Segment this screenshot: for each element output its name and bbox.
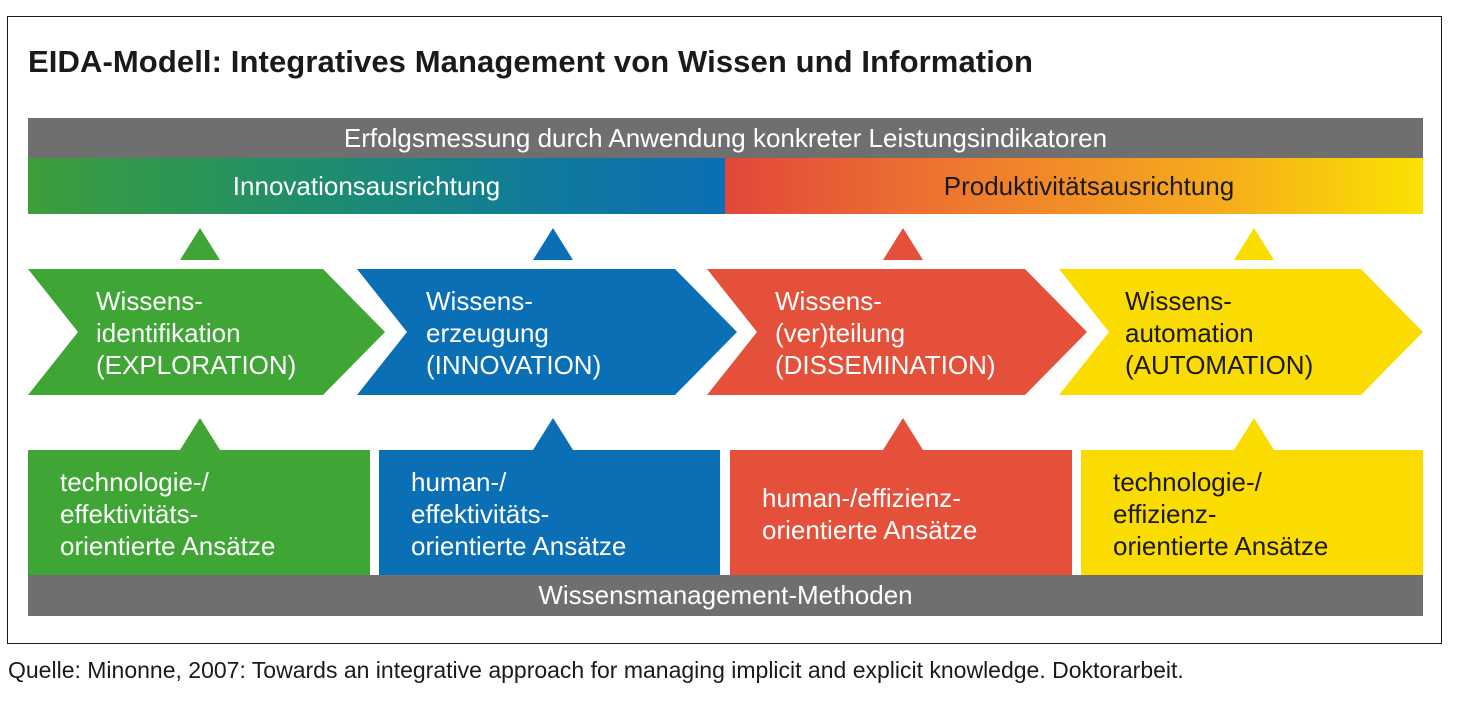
stage-line: Wissens- xyxy=(775,286,882,316)
approach-text-red: human-/effizienz- orientierte Ansätze xyxy=(762,482,977,546)
productivity-orientation-label: Produktivitätsausrichtung xyxy=(943,170,1235,201)
km-methods-bar: Wissensmanagement-Methoden xyxy=(28,575,1423,616)
arrow-up-icon-red-upper xyxy=(883,228,923,260)
productivity-orientation-bar: Produktivitätsausrichtung xyxy=(725,158,1423,214)
stage-dissemination: Wissens- (ver)teilung (DISSEMINATION) xyxy=(707,269,1087,395)
stage-line: erzeugung xyxy=(426,318,549,348)
stage-dissemination-text: Wissens- (ver)teilung (DISSEMINATION) xyxy=(775,285,996,381)
approach-line: technologie-/ xyxy=(60,467,209,497)
approach-line: effektivitäts- xyxy=(411,499,550,529)
approach-text-green: technologie-/ effektivitäts- orientierte… xyxy=(60,466,275,562)
approach-box-yellow: technologie-/ effizienz- orientierte Ans… xyxy=(1081,450,1423,575)
approach-line: orientierte Ansätze xyxy=(762,515,978,545)
stage-line: (DISSEMINATION) xyxy=(775,350,996,380)
stage-line: (AUTOMATION) xyxy=(1125,350,1314,380)
stage-line: automation xyxy=(1125,318,1254,348)
arrow-up-icon-blue-upper xyxy=(533,228,573,260)
stage-line: (EXPLORATION) xyxy=(96,350,297,380)
approach-text-yellow: technologie-/ effizienz- orientierte Ans… xyxy=(1113,466,1328,562)
approach-line: human-/ xyxy=(411,467,507,497)
arrow-up-icon-yellow-upper xyxy=(1234,228,1274,260)
diagram-title: EIDA-Modell: Integratives Management von… xyxy=(28,44,1034,79)
stage-exploration-text: Wissens- identifikation (EXPLORATION) xyxy=(96,285,296,381)
approach-box-red: human-/effizienz- orientierte Ansätze xyxy=(730,450,1072,575)
arrow-up-icon-red-lower xyxy=(883,418,923,450)
arrow-up-icon-blue-lower xyxy=(533,418,573,450)
innovation-orientation-bar: Innovationsausrichtung xyxy=(28,158,725,214)
stage-automation: Wissens- automation (AUTOMATION) xyxy=(1059,269,1423,395)
stage-line: Wissens- xyxy=(96,286,203,316)
stage-innovation-text: Wissens- erzeugung (INNOVATION) xyxy=(426,285,601,381)
stage-line: Wissens- xyxy=(1125,286,1232,316)
approach-line: orientierte Ansätze xyxy=(1113,531,1329,561)
stage-innovation: Wissens- erzeugung (INNOVATION) xyxy=(357,269,737,395)
chevron-shape-red xyxy=(707,269,1087,395)
arrow-up-icon-green-lower xyxy=(180,418,220,450)
arrow-up-icon-green-upper xyxy=(180,228,220,260)
approach-line: effektivitäts- xyxy=(60,499,199,529)
approach-box-blue: human-/ effektivitäts- orientierte Ansät… xyxy=(379,450,720,575)
chevron-shape-blue xyxy=(357,269,737,395)
success-measurement-bar: Erfolgsmessung durch Anwendung konkreter… xyxy=(28,118,1423,158)
source-caption: Quelle: Minonne, 2007: Towards an integr… xyxy=(8,657,1184,683)
stage-automation-text: Wissens- automation (AUTOMATION) xyxy=(1125,285,1313,381)
stage-line: (INNOVATION) xyxy=(426,350,602,380)
approach-box-green: technologie-/ effektivitäts- orientierte… xyxy=(28,450,370,575)
approach-line: orientierte Ansätze xyxy=(411,531,627,561)
approach-text-blue: human-/ effektivitäts- orientierte Ansät… xyxy=(411,466,626,562)
chevron-shape-yellow xyxy=(1059,269,1423,395)
stage-line: (ver)teilung xyxy=(775,318,906,348)
stage-line: identifikation xyxy=(96,318,241,348)
innovation-orientation-label: Innovationsausrichtung xyxy=(232,170,501,201)
approach-line: orientierte Ansätze xyxy=(60,531,276,561)
arrow-up-icon-yellow-lower xyxy=(1234,418,1274,450)
approach-line: technologie-/ xyxy=(1113,467,1262,497)
stage-line: Wissens- xyxy=(426,286,533,316)
chevron-shape-green xyxy=(28,269,385,395)
stage-exploration: Wissens- identifikation (EXPLORATION) xyxy=(28,269,385,395)
approach-line: human-/effizienz- xyxy=(762,483,961,513)
approach-line: effizienz- xyxy=(1113,499,1217,529)
